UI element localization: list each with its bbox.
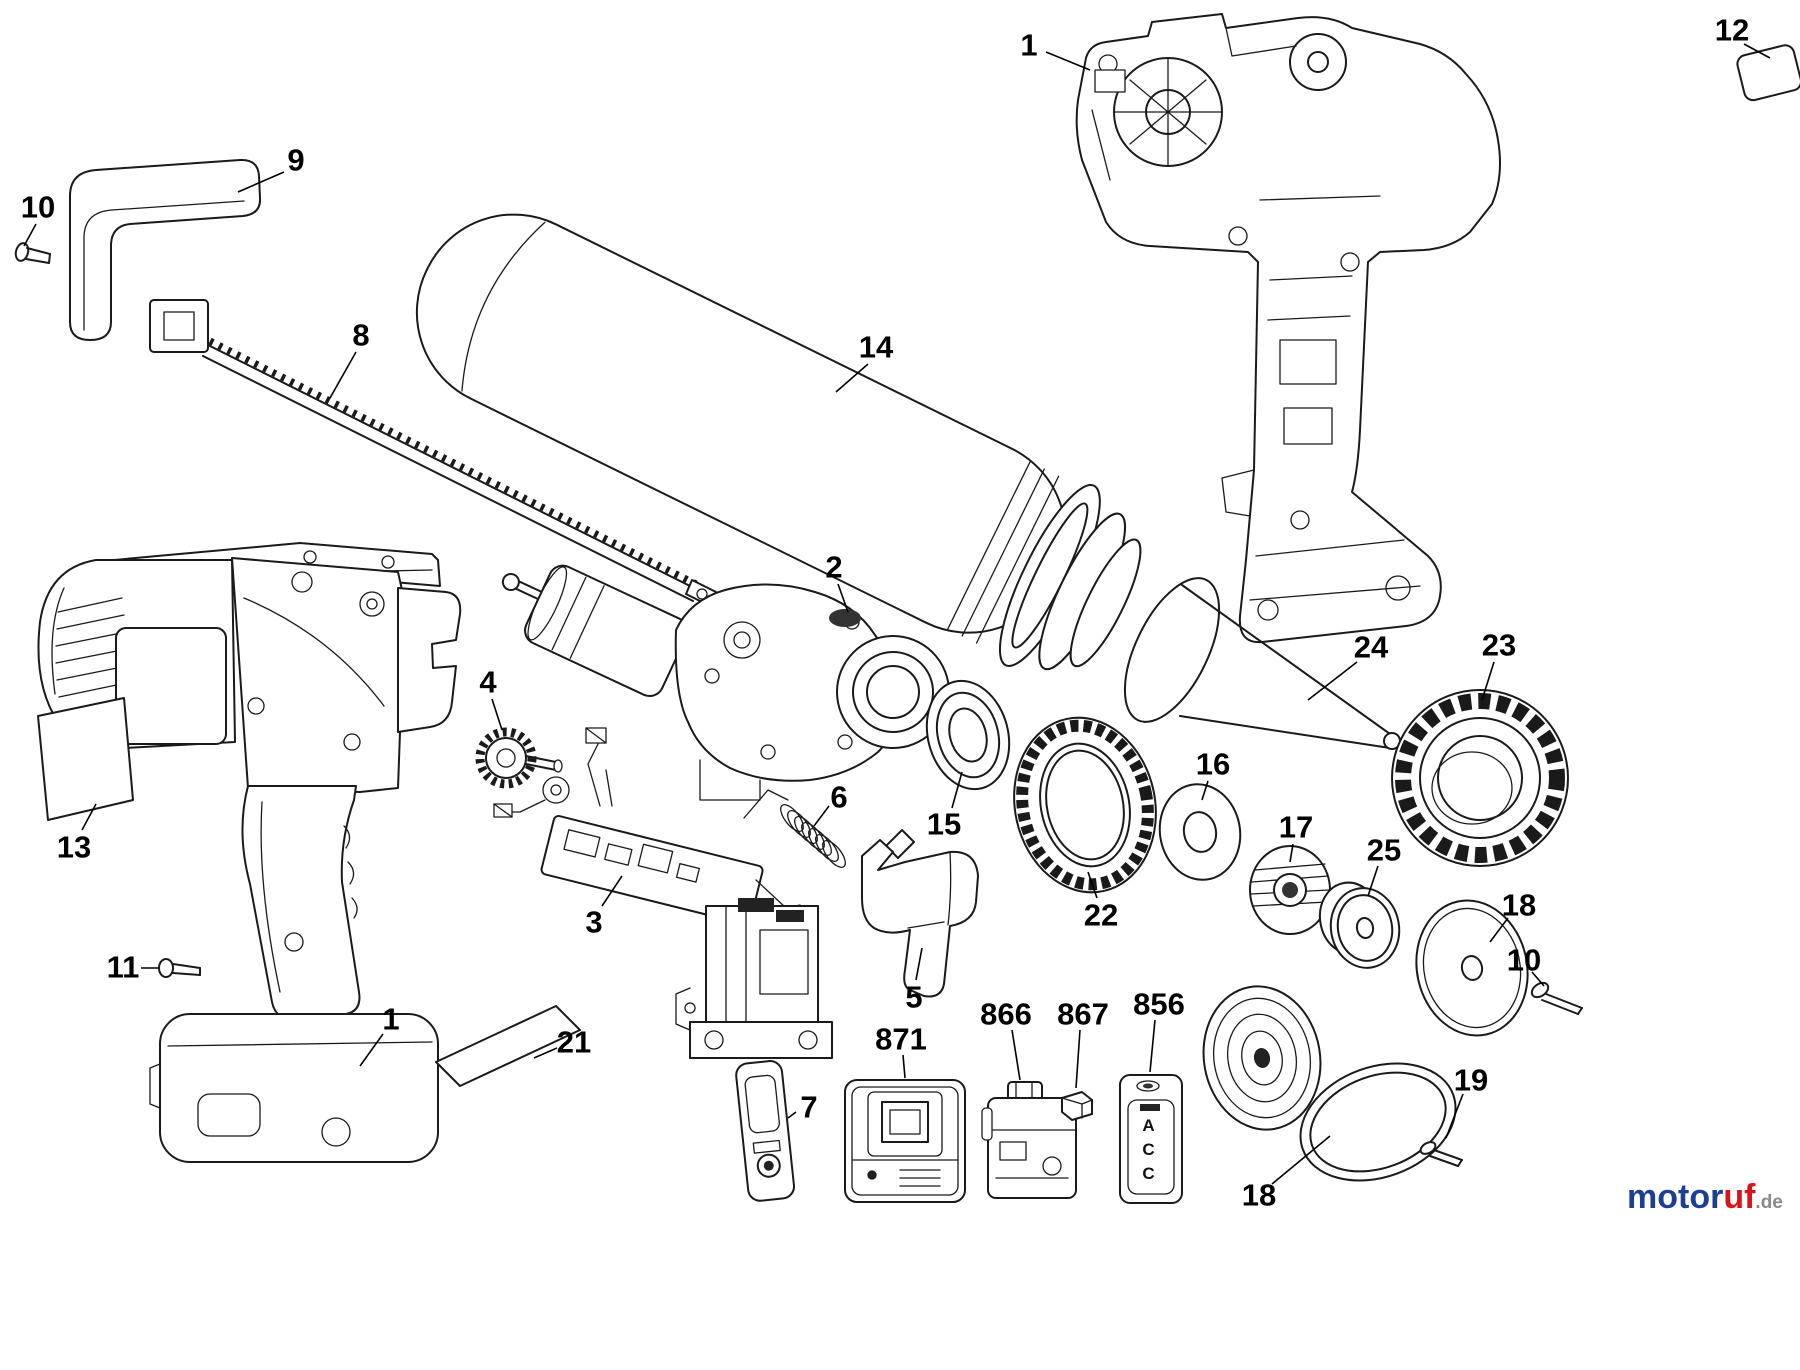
part-number-label-11: 11 — [107, 950, 140, 985]
part-number-label-15: 15 — [927, 807, 961, 842]
part-number-label-7: 7 — [800, 1090, 817, 1125]
leader-line-14 — [835, 363, 869, 393]
drawing-part871-charger — [844, 1079, 966, 1203]
drawing-part1-housing-half — [1075, 13, 1501, 644]
leader-line-17 — [1289, 843, 1294, 863]
part-number-label-19: 19 — [1454, 1063, 1488, 1098]
leader-line-22 — [1087, 871, 1098, 899]
part-number-label-2: 2 — [825, 550, 842, 585]
leader-line-5 — [915, 947, 923, 981]
part-number-label-23: 23 — [1482, 628, 1516, 663]
part-number-label-21: 21 — [557, 1025, 591, 1060]
part-number-label-25: 25 — [1367, 833, 1401, 868]
part-number-label-866: 866 — [980, 997, 1032, 1032]
drawing-part856-accessory-box — [1119, 1074, 1183, 1204]
part-number-label-1: 1 — [382, 1002, 399, 1037]
drawing-part3-board-assembly — [493, 727, 833, 1059]
part-number-label-12: 12 — [1715, 13, 1749, 48]
leader-line-23 — [1481, 661, 1495, 701]
drawing-part10-screw-left — [14, 242, 51, 264]
drawing-part22-collar-ring — [1013, 716, 1157, 894]
leader-line-19 — [1445, 1093, 1464, 1139]
drawing-part10-screw-right — [1530, 981, 1583, 1015]
leader-line-856 — [1149, 1019, 1156, 1073]
logo-text-suffix: .de — [1755, 1192, 1783, 1213]
part-number-label-9: 9 — [287, 143, 304, 178]
leader-line-18 — [1489, 917, 1509, 943]
part-number-label-6: 6 — [830, 780, 847, 815]
part-number-label-10: 10 — [1507, 943, 1541, 978]
drawing-part23-cap-nut — [1391, 689, 1569, 867]
leader-line-1 — [1045, 51, 1091, 71]
drawing-part18-disc — [1415, 899, 1529, 1037]
leader-line-7 — [787, 1111, 797, 1119]
part-number-label-4: 4 — [479, 665, 497, 700]
part-number-label-871: 871 — [875, 1022, 927, 1057]
part-number-label-24: 24 — [1354, 630, 1389, 665]
leader-line-18 — [1271, 1135, 1331, 1185]
drawing-part11-screw — [158, 958, 201, 978]
part-number-label-17: 17 — [1279, 810, 1313, 845]
drawing-part21-label-sticker — [435, 1005, 581, 1087]
drawing-part4-gear-knob — [475, 727, 563, 789]
drawing-part16-washer — [1158, 783, 1242, 881]
leader-line-15 — [951, 771, 963, 809]
leader-line-867 — [1075, 1029, 1081, 1089]
part-number-label-1: 1 — [1020, 28, 1037, 63]
drawing-tool-body — [37, 542, 462, 1163]
drawing-part14-cartridge-tube — [415, 213, 1142, 671]
drawing-part15-seal-ring — [925, 679, 1011, 791]
site-logo[interactable]: motoruf.de — [1627, 1178, 1783, 1217]
drawing-part9-handle — [69, 158, 262, 353]
drawing-part18-pulley — [1202, 985, 1322, 1131]
leader-line-21 — [533, 1047, 558, 1059]
leader-line-9 — [237, 171, 285, 193]
logo-text-primary: motor — [1627, 1178, 1724, 1216]
leader-line-12 — [1743, 43, 1771, 59]
drawing-part7-latch — [735, 1060, 795, 1202]
drawing-part866-battery — [981, 1081, 1077, 1199]
drawing-part25-washers — [1318, 881, 1401, 969]
leader-line-2 — [837, 583, 849, 613]
leader-line-6 — [813, 805, 830, 827]
drawing-part5-bracket — [861, 829, 979, 998]
logo-text-secondary: uf — [1723, 1178, 1756, 1216]
drawing-part2-motor-gearbox — [501, 564, 950, 801]
leader-line-25 — [1367, 865, 1379, 897]
drawing-part24-nozzle-cone — [1123, 577, 1401, 750]
drawing-part18-o-ring — [1299, 1062, 1457, 1182]
drawing-part19-pin — [1419, 1141, 1463, 1167]
part-number-label-8: 8 — [352, 318, 369, 353]
part-number-label-13: 13 — [57, 830, 91, 865]
part-number-label-18: 18 — [1242, 1178, 1276, 1213]
leader-line-8 — [329, 351, 357, 399]
drawing-part13-label-sticker — [37, 697, 134, 821]
part-number-label-5: 5 — [905, 980, 922, 1015]
leader-line-866 — [1011, 1029, 1021, 1081]
part-number-label-16: 16 — [1196, 747, 1230, 782]
leader-line-24 — [1307, 661, 1358, 701]
part-number-label-3: 3 — [585, 905, 602, 940]
part-number-label-867: 867 — [1057, 997, 1109, 1032]
leader-line-4 — [491, 698, 503, 731]
acc-vertical-label: ACC — [1139, 1116, 1158, 1188]
leader-line-10 — [1531, 971, 1545, 987]
part-number-label-18: 18 — [1502, 888, 1536, 923]
leader-line-16 — [1201, 780, 1209, 801]
part-number-label-856: 856 — [1133, 987, 1185, 1022]
drawing-part867-contact-block — [1061, 1091, 1093, 1121]
part-number-label-14: 14 — [859, 330, 894, 365]
leader-line-13 — [81, 803, 97, 831]
leader-line-871 — [902, 1054, 906, 1079]
drawing-part12-label-sticker — [1736, 44, 1800, 102]
leader-line-3 — [601, 875, 623, 907]
part-number-label-10: 10 — [21, 190, 55, 225]
leader-line-1 — [359, 1033, 384, 1067]
drawing-part6-spring — [780, 804, 846, 868]
part-number-label-22: 22 — [1084, 898, 1118, 933]
leader-line-10 — [23, 223, 37, 247]
